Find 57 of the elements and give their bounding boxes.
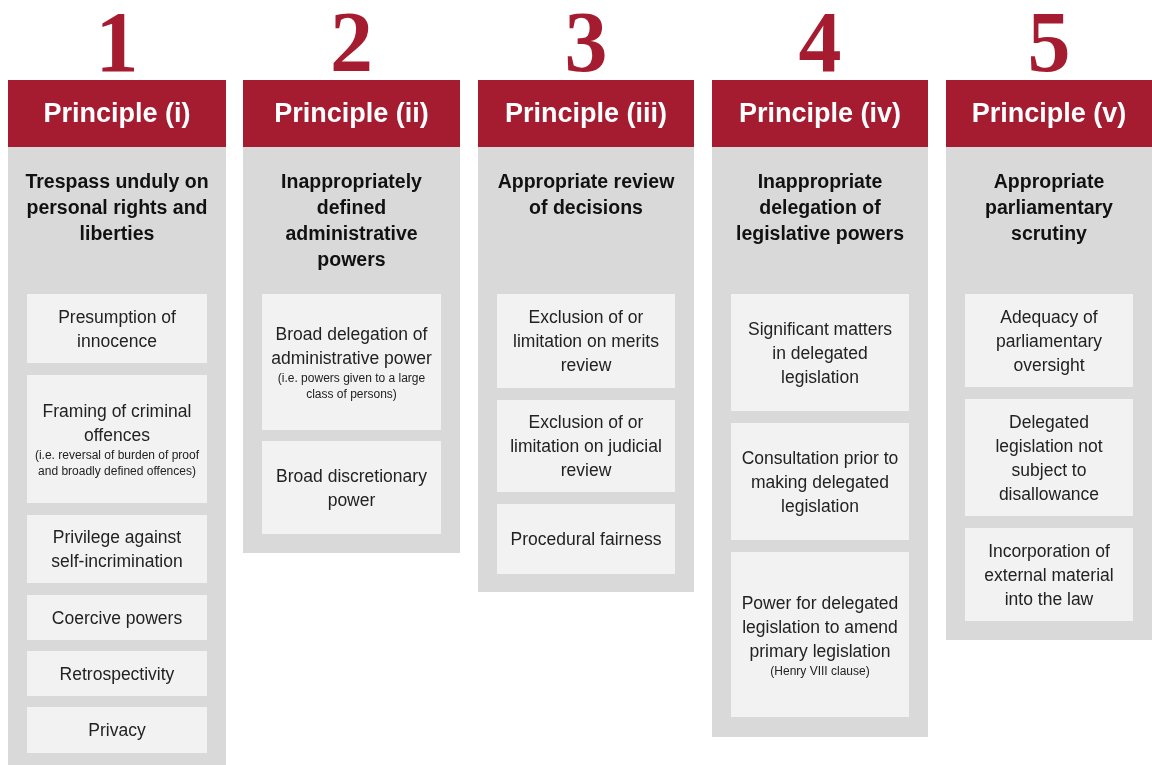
column-number: 4 xyxy=(797,2,843,82)
item-card xyxy=(497,504,675,574)
header-band: Principle (iv) xyxy=(712,80,928,147)
header-band: Principle (ii) xyxy=(243,80,460,147)
item-text: Framing of criminal offences xyxy=(41,400,193,447)
item-text: Privacy xyxy=(87,719,147,742)
header-band: Principle (i) xyxy=(8,80,226,147)
item-text: Significant matters in delegated legislation xyxy=(747,317,893,389)
item-text: Coercive powers xyxy=(50,606,184,630)
column-panel xyxy=(8,80,226,765)
item-note: (i.e. powers given to a large class of persons) xyxy=(276,370,427,402)
item-text: Power for delegated legislation to amend primary legislation xyxy=(740,591,900,663)
item-card xyxy=(731,294,909,411)
column-heading: Inappropriate delegation of legislative powers xyxy=(735,169,905,246)
item-text: Procedural fairness xyxy=(509,528,663,551)
item-text: Adequacy of parliamentary oversight xyxy=(995,305,1103,377)
item-card xyxy=(262,294,441,430)
item-card xyxy=(965,528,1133,621)
item-text: Exclusion of or limitation on judicial review xyxy=(509,411,663,482)
column-number: 1 xyxy=(94,2,140,82)
item-card xyxy=(27,375,207,503)
column-panel xyxy=(712,80,928,737)
column-heading: Trespass unduly on personal rights and liberties xyxy=(24,169,210,246)
item-text: Broad discretionary power xyxy=(275,464,428,512)
column-panel xyxy=(478,80,694,592)
item-card xyxy=(27,515,207,583)
item-card xyxy=(965,294,1133,387)
column-heading: Inappropriately defined administrative powers xyxy=(280,169,423,272)
column-heading: Appropriate review of decisions xyxy=(496,169,676,220)
column-number: 3 xyxy=(563,2,609,82)
item-card xyxy=(27,294,207,363)
item-text: Privilege against self-incrimination xyxy=(50,526,184,573)
item-card xyxy=(731,552,909,717)
item-text: Retrospectivity xyxy=(58,662,176,686)
item-card xyxy=(965,399,1133,516)
column-number: 5 xyxy=(1026,2,1072,82)
item-text: Exclusion of or limitation on merits review xyxy=(512,306,660,377)
item-card xyxy=(497,294,675,388)
item-card xyxy=(731,423,909,540)
header-band: Principle (v) xyxy=(946,80,1152,147)
column-panel xyxy=(946,80,1152,640)
item-text: Incorporation of external material into the law xyxy=(983,539,1115,611)
column-heading: Appropriate parliamentary scrutiny xyxy=(984,169,1114,246)
column-panel xyxy=(243,80,460,553)
item-text: Consultation prior to making delegated legislation xyxy=(740,446,900,518)
item-text: Broad delegation of administrative power xyxy=(270,323,433,370)
item-text: Presumption of innocence xyxy=(57,305,177,353)
item-card xyxy=(27,651,207,696)
header-band: Principle (iii) xyxy=(478,80,694,147)
item-note: (Henry VIII clause) xyxy=(769,662,871,679)
item-text: Delegated legislation not subject to disallowance xyxy=(994,410,1104,506)
column-number: 2 xyxy=(329,2,374,82)
item-card xyxy=(27,595,207,640)
item-card xyxy=(262,441,441,534)
item-card xyxy=(27,707,207,753)
item-note: (i.e. reversal of burden of proof and broadly defined offences) xyxy=(33,447,201,479)
item-card xyxy=(497,400,675,492)
